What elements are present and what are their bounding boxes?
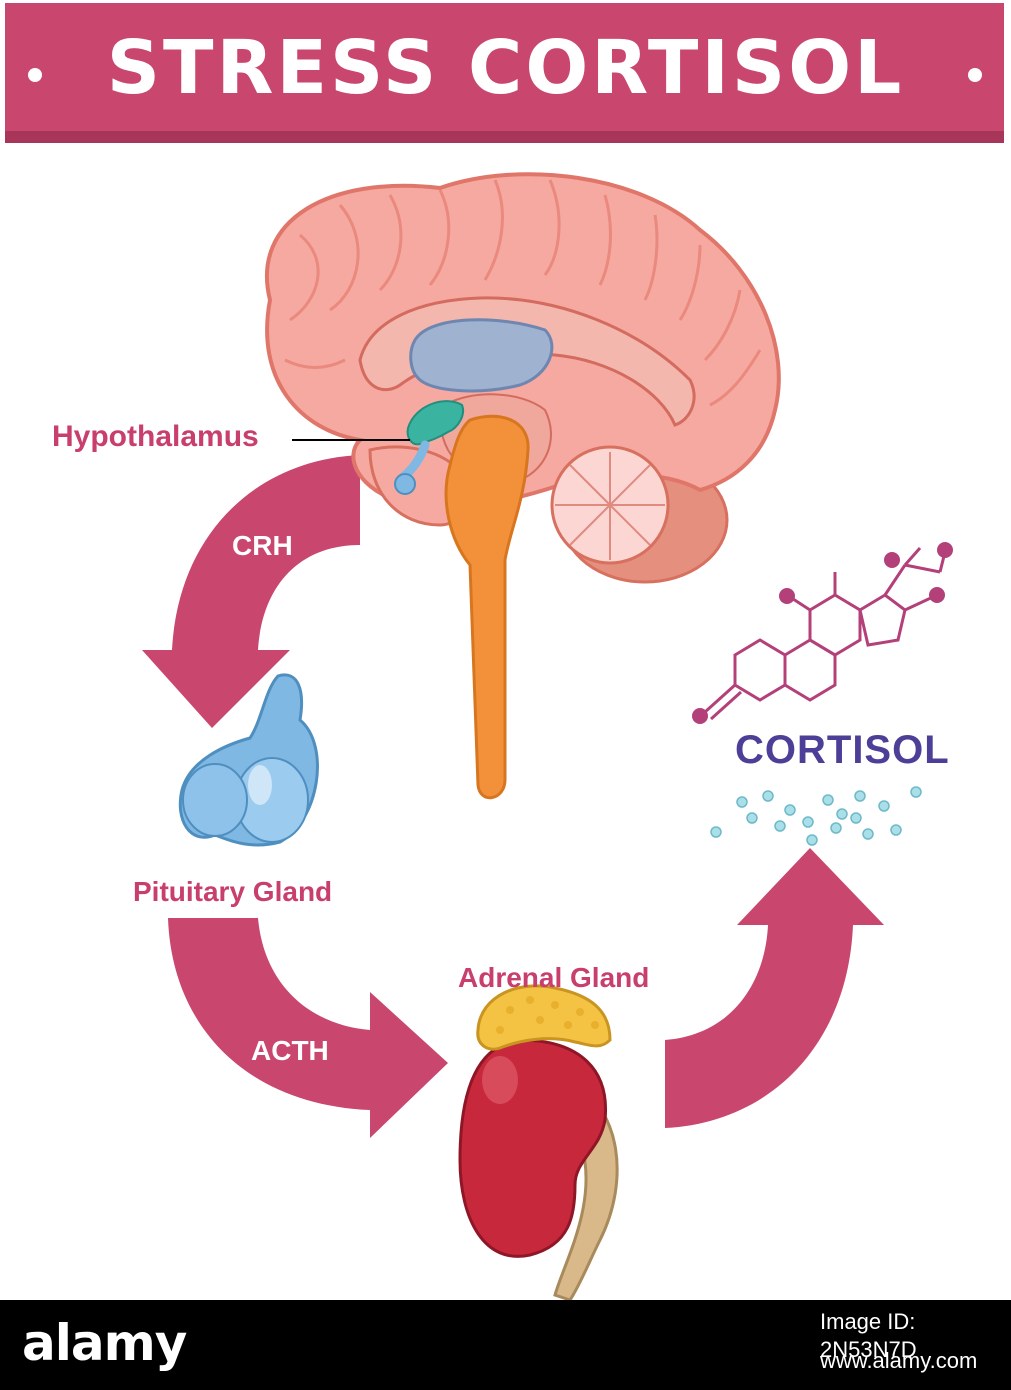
pituitary-gland-label: Pituitary Gland xyxy=(133,876,333,907)
diagram-canvas: STRESS CORTISOL xyxy=(5,3,1004,1300)
hypothalamus xyxy=(406,400,464,446)
cortisol-label: CORTISOL xyxy=(735,728,950,772)
crh-arrow xyxy=(142,455,360,728)
brain-illustration xyxy=(264,172,781,800)
watermark-image-id: Image ID: 2N53N7D xyxy=(820,1309,917,1362)
molecule-atoms xyxy=(692,542,953,724)
brainstem xyxy=(444,414,530,800)
watermark-bar xyxy=(0,1300,1011,1390)
watermark-url: www.alamy.com xyxy=(820,1348,978,1373)
watermark-logo: alamy xyxy=(22,1314,187,1372)
title-banner xyxy=(5,3,1004,143)
diagram-illustration xyxy=(142,172,953,1300)
adrenal-gland-label: Adrenal Gland xyxy=(458,962,650,993)
cortisol-particles xyxy=(710,786,922,846)
banner-rivet-right xyxy=(968,68,982,82)
acth-arrow xyxy=(168,918,448,1138)
adrenal-kidney-illustration xyxy=(458,984,619,1300)
cortisol-molecule xyxy=(703,547,947,721)
acth-label: ACTH xyxy=(251,1035,329,1066)
pituitary-illustration xyxy=(178,673,319,847)
watermark-footer: alamy Image ID: 2N53N7D www.alamy.com xyxy=(0,1300,1011,1390)
hypothalamus-label: Hypothalamus xyxy=(52,420,259,453)
crh-label: CRH xyxy=(232,530,293,561)
page-title: STRESS CORTISOL xyxy=(106,25,905,111)
banner-rivet-left xyxy=(28,68,42,82)
cortisol-release-arrow xyxy=(665,848,884,1128)
cerebellum xyxy=(550,445,670,565)
